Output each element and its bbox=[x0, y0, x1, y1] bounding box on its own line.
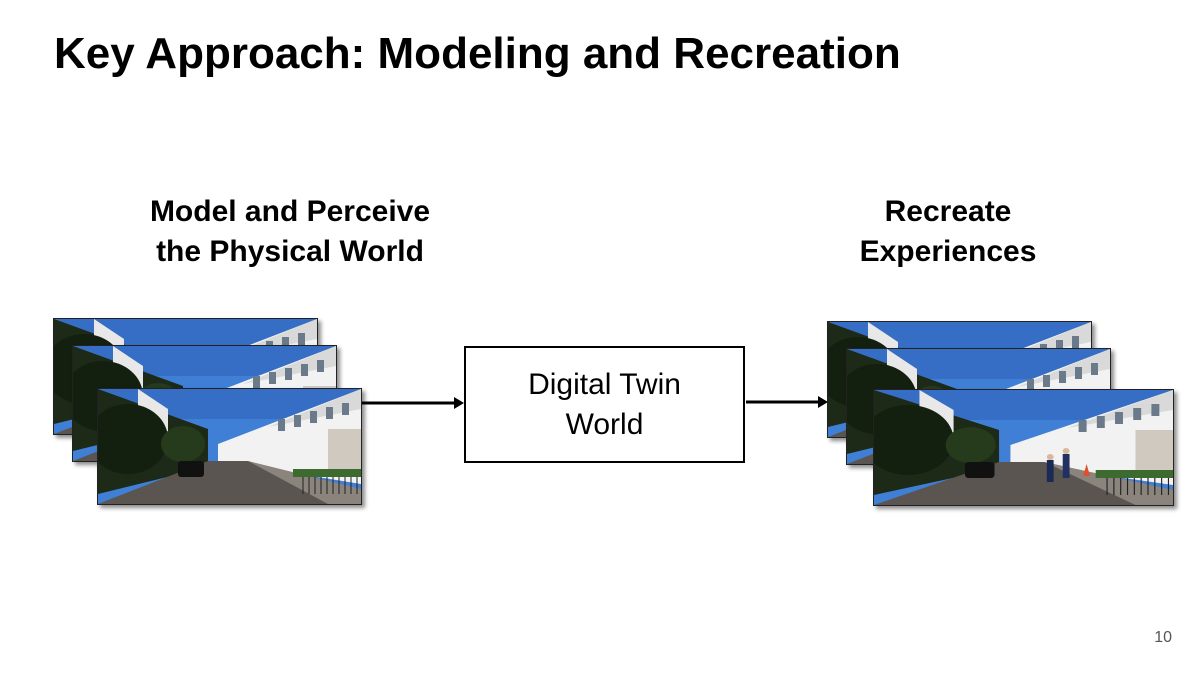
slide-title: Key Approach: Modeling and Recreation bbox=[54, 29, 901, 78]
recreate-experiences-heading: Recreate Experiences bbox=[798, 192, 1098, 272]
street-scene-image bbox=[98, 389, 361, 504]
recreate-heading-line2: Experiences bbox=[859, 235, 1037, 268]
street-scene-image bbox=[874, 390, 1173, 505]
page-number: 10 bbox=[1154, 629, 1172, 646]
recreated-photo-front bbox=[873, 389, 1174, 506]
model-perceive-heading-line2: the Physical World bbox=[156, 235, 424, 268]
arrow-to-recreate bbox=[746, 396, 828, 408]
model-perceive-heading-line1: Model and Perceive bbox=[149, 195, 431, 228]
digital-twin-label-line1: Digital Twin bbox=[528, 367, 681, 401]
arrow-to-digital-twin bbox=[362, 397, 464, 409]
recreate-heading-line1: Recreate bbox=[884, 195, 1012, 228]
digital-twin-label-line2: World bbox=[565, 407, 644, 441]
model-perceive-heading: Model and Perceive the Physical World bbox=[110, 192, 470, 272]
digital-twin-world-box: Digital Twin World bbox=[464, 346, 745, 463]
street-photo-front bbox=[97, 388, 362, 505]
